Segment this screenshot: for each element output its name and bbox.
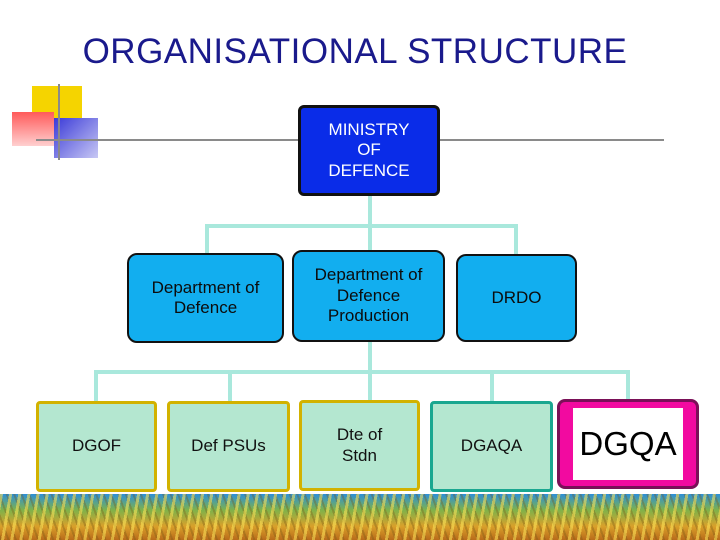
node-label: DGQA (579, 425, 677, 463)
deco-blue-square (54, 118, 98, 158)
connector-dept-bar (205, 224, 518, 228)
connector-unit-5 (626, 370, 630, 400)
node-dgof: DGOF (36, 401, 157, 492)
node-label: Def PSUs (191, 436, 266, 456)
connector-unit-2 (228, 370, 232, 402)
wheat-field-banner (0, 494, 720, 540)
node-label: MINISTRY OF DEFENCE (328, 119, 410, 180)
node-label: DGAQA (460, 436, 523, 456)
node-label: DGOF (71, 436, 122, 456)
connector-unit-bar (94, 370, 630, 374)
node-def-psus: Def PSUs (167, 401, 290, 492)
node-department-of-defence: Department of Defence (127, 253, 284, 343)
connector-dept-2 (368, 224, 372, 252)
node-dgqa: DGQA (557, 399, 699, 489)
node-label: Dte of Stdn (336, 425, 383, 465)
node-label: Department of Defence Production (314, 265, 423, 326)
node-label: DRDO (491, 287, 542, 307)
connector-dept-production-down (368, 342, 372, 372)
connector-unit-1 (94, 370, 98, 402)
node-department-of-defence-production: Department of Defence Production (292, 250, 445, 342)
node-label: Department of Defence (151, 277, 260, 317)
node-dte-of-stdn: Dte of Stdn (299, 400, 420, 491)
node-dgaqa: DGAQA (430, 401, 553, 492)
deco-vertical-line (58, 84, 60, 160)
page-title: ORGANISATIONAL STRUCTURE (82, 32, 628, 71)
node-ministry-of-defence: MINISTRY OF DEFENCE (298, 105, 440, 196)
connector-dept-3 (514, 224, 518, 256)
node-drdo: DRDO (456, 254, 577, 342)
connector-ministry-down (368, 196, 372, 226)
connector-unit-3 (368, 370, 372, 402)
node-dgqa-highlight: DGQA (573, 408, 683, 480)
connector-dept-1 (205, 224, 209, 254)
connector-unit-4 (490, 370, 494, 402)
